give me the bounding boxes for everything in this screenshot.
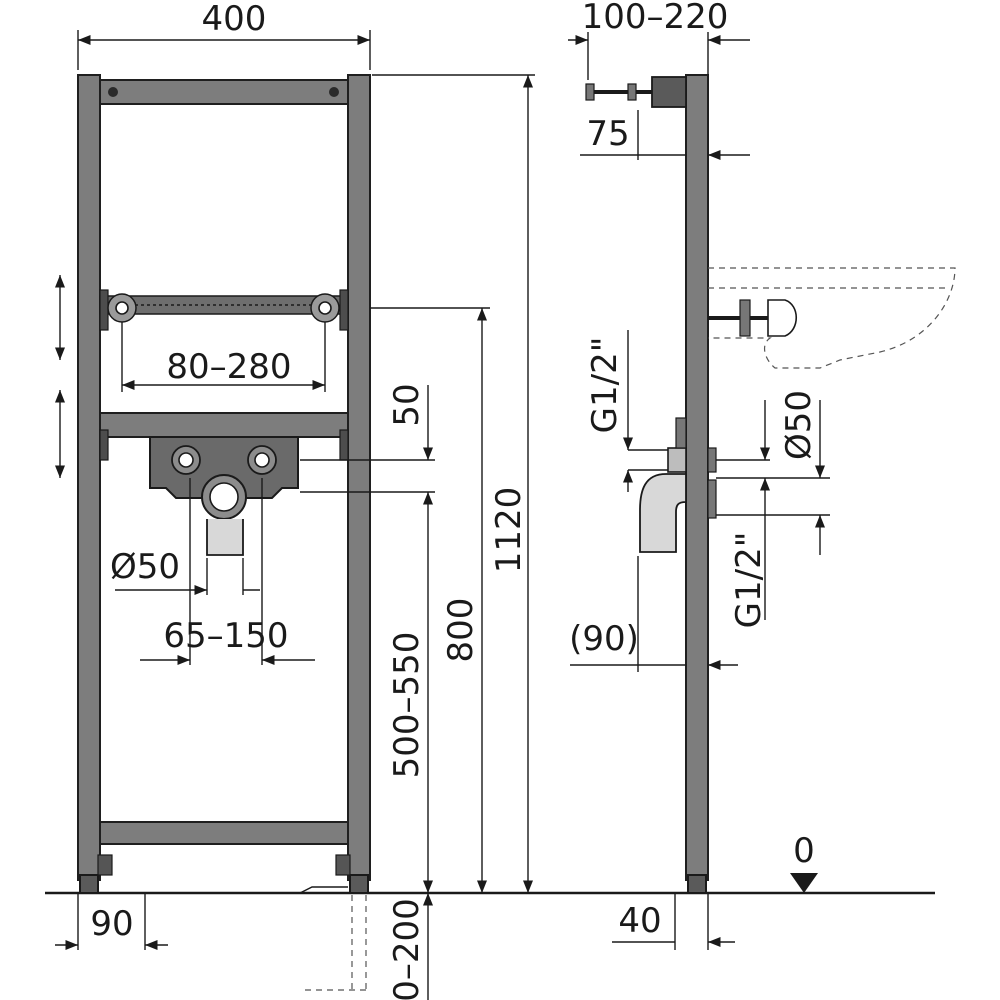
dim-foot-width-label: 90 <box>90 904 133 944</box>
right-foot <box>349 874 369 894</box>
dim-foot-adjust-label: 0–200 <box>387 898 427 1000</box>
dim-75-label: 75 <box>586 114 629 154</box>
drain-pipe <box>206 519 244 556</box>
left-post <box>77 74 101 881</box>
floor-level-marker <box>790 873 818 893</box>
dim-50-label: 50 <box>387 383 427 426</box>
side-drain-elbow <box>639 473 687 553</box>
front-view: 400 80–280 Ø50 65–150 50 500–550 800 <box>54 0 535 1000</box>
dim-total-height-label: 1120 <box>489 487 529 574</box>
top-bolt-right <box>329 87 339 97</box>
dim-supply-spacing-label: 65–150 <box>163 616 288 656</box>
side-post <box>685 74 709 881</box>
right-post <box>347 74 371 881</box>
dim-40-label: 40 <box>618 901 661 941</box>
dim-bracket-height-label: 800 <box>441 598 481 663</box>
dim-offset-90-label: (90) <box>569 619 639 659</box>
side-foot <box>687 874 707 894</box>
washbasin-outline <box>708 267 956 369</box>
thread-lower-label: G1/2" <box>729 532 769 629</box>
dim-drain-diameter-label: Ø50 <box>110 547 180 587</box>
side-drain-diameter-label: Ø50 <box>779 390 819 460</box>
middle-rail <box>99 412 349 438</box>
top-bolt-left <box>108 87 118 97</box>
dim-depth-range-label: 100–220 <box>582 0 729 37</box>
thread-upper-label: G1/2" <box>585 337 625 434</box>
floor-level-label: 0 <box>793 831 815 871</box>
dim-bracket-spacing-label: 80–280 <box>166 347 291 387</box>
side-top-bracket <box>651 76 687 108</box>
dim-drain-height-label: 500–550 <box>387 632 427 779</box>
bottom-rail <box>99 821 349 845</box>
dim-width-label: 400 <box>202 0 267 39</box>
left-foot <box>79 874 99 894</box>
top-rail <box>99 79 349 105</box>
side-view: 100–220 75 G1/2" Ø50 G1/2" (90) <box>568 0 956 950</box>
side-supply-fitting <box>667 447 687 473</box>
